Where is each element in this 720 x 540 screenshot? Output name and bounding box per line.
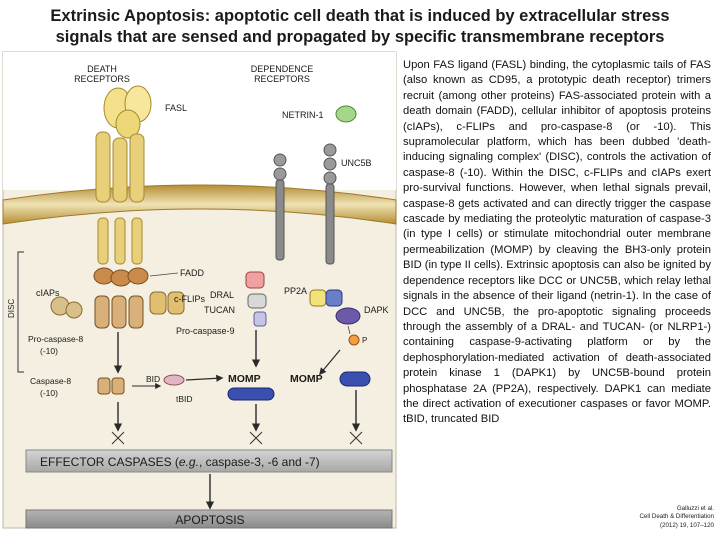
fas-receptor-trimer	[95, 131, 145, 265]
citation: Galluzzi et al. Cell Death & Differentia…	[618, 505, 714, 530]
citation-authors: Galluzzi et al.	[676, 505, 714, 512]
apoptosis-label: APOPTOSIS	[175, 513, 244, 527]
fadd-label: FADD	[180, 268, 205, 278]
mitochondrion-2	[339, 371, 371, 387]
tbid-label: tBID	[176, 394, 193, 404]
dapk-kinase	[335, 307, 361, 325]
pro-caspase-8-label: Pro-caspase-8 (-10)	[28, 334, 84, 356]
pro-caspase-8	[94, 295, 144, 329]
death-receptors-label: DEATH RECEPTORS	[74, 64, 130, 84]
caspase-8	[97, 377, 125, 395]
netrin-label: NETRIN-1	[282, 110, 324, 120]
dral-label: DRAL	[210, 290, 234, 300]
pp2a-label: PP2A	[284, 286, 307, 296]
dapk-momp-arrow	[319, 349, 341, 376]
momp-label-1: MOMP	[228, 373, 261, 385]
momp-label-2: MOMP	[290, 373, 323, 385]
svg-text:(-10): (-10)	[40, 388, 58, 398]
ciaps-label: cIAPs	[36, 288, 60, 298]
tucan-label: TUCAN	[204, 305, 235, 315]
netrin-1-ligand	[335, 105, 357, 123]
svg-text:Caspase-8: Caspase-8	[30, 376, 71, 386]
svg-text:DEPENDENCE: DEPENDENCE	[251, 64, 314, 74]
fadd-pointer	[149, 272, 179, 277]
mitochondrion-1	[227, 387, 275, 401]
caspase-8-label: Caspase-8 (-10)	[30, 376, 71, 398]
dephosphorylation-line	[347, 325, 351, 335]
slide-title: Extrinsic Apoptosis: apoptotic cell deat…	[0, 6, 720, 48]
disc-label: DISC	[7, 299, 16, 318]
svg-text:Pro-caspase-8: Pro-caspase-8	[28, 334, 84, 344]
extracellular-space	[3, 52, 396, 190]
cflips-label: c-FLIPs	[174, 294, 206, 304]
phosphate-label: P	[362, 336, 367, 345]
effector-caspases-bar	[25, 449, 393, 473]
fasl-ligand	[103, 85, 152, 139]
dral-tucan-complex	[245, 271, 267, 327]
bid-protein	[163, 374, 185, 386]
apoptosis-bar	[25, 509, 393, 529]
svg-text:(-10): (-10)	[40, 346, 58, 356]
fasl-label: FASL	[165, 103, 187, 113]
procasp9-label: Pro-caspase-9	[176, 326, 235, 336]
dapk-label: DAPK	[364, 305, 389, 315]
svg-text:RECEPTORS: RECEPTORS	[254, 74, 310, 84]
ciaps-protein	[50, 296, 83, 319]
fadd-complex	[93, 267, 149, 287]
scissors-icon	[111, 431, 363, 445]
description-paragraph: Upon FAS ligand (FASL) binding, the cyto…	[403, 59, 711, 426]
dependence-receptors-label: DEPENDENCE RECEPTORS	[251, 64, 314, 84]
disc-bracket	[17, 251, 24, 373]
cleavage-arrows	[113, 390, 361, 432]
bid-label: BID	[146, 374, 160, 384]
title-line-2: signals that are sensed and propagated b…	[55, 28, 665, 46]
citation-journal: Cell Death & Differentiation	[639, 513, 714, 521]
svg-text:RECEPTORS: RECEPTORS	[74, 74, 130, 84]
cflips-protein	[149, 291, 185, 315]
tbid-arrow	[185, 374, 224, 382]
effector-caspases-label: EFFECTOR CASPASES (e.g., caspase-3, -6 a…	[40, 455, 320, 469]
unc5b-receptor	[273, 143, 337, 265]
unc5b-label: UNC5B	[341, 158, 372, 168]
pp2a-phosphatase	[309, 289, 343, 307]
phosphate-group	[348, 334, 360, 346]
citation-year: (2012) 19, 107–120	[659, 521, 714, 529]
svg-text:DEATH: DEATH	[87, 64, 117, 74]
title-line-1: Extrinsic Apoptosis: apoptotic cell deat…	[50, 7, 670, 25]
